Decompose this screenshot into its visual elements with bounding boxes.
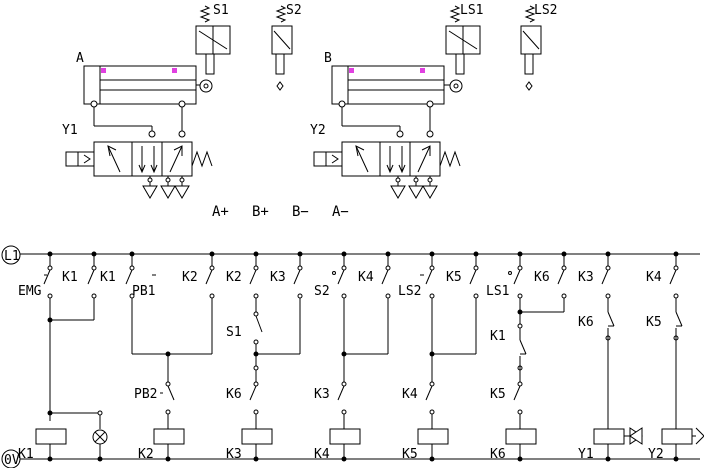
rail-l1-terminal — [1, 245, 21, 265]
coil-y1-icon — [593, 428, 625, 445]
rung-7 — [593, 251, 643, 462]
sequence-step-3: B− — [292, 204, 309, 220]
cylinder-a-assembly: A S1 S2 — [62, 3, 302, 199]
coil-k3-label: K3 — [226, 447, 242, 462]
rung-3 — [241, 251, 303, 462]
indicator-lamp-icon — [92, 429, 108, 445]
contact-ls1-label: LS1 — [486, 284, 509, 299]
coil-k2-label: K2 — [138, 447, 154, 462]
sensor-s1-icon — [195, 5, 231, 75]
ladder-rails: L1 0V — [1, 245, 700, 468]
valve-y1-icon — [65, 141, 213, 199]
coil-k1-label: K1 — [18, 447, 34, 462]
contact-k4-a-label: K4 — [358, 270, 374, 285]
cylinder-b-body — [331, 65, 445, 105]
sensor-s2-label: S2 — [286, 3, 302, 18]
valve-y2-label: Y2 — [310, 123, 326, 138]
cylinder-b-assembly: B LS1 LS2 — [310, 3, 557, 199]
contact-k5-b-label: K5 — [490, 387, 506, 402]
sequence-step-2: B+ — [252, 204, 269, 220]
contact-k1-c-label: K1 — [490, 329, 506, 344]
rung-1 — [35, 251, 108, 462]
cylinder-b-label: B — [324, 51, 332, 66]
contact-k2-b-label: K2 — [226, 270, 242, 285]
contact-k6-a-label: K6 — [226, 387, 242, 402]
contact-k3-a-label: K3 — [270, 270, 286, 285]
rail-l1-label: L1 — [4, 249, 20, 264]
coil-k6-label: K6 — [490, 447, 506, 462]
rung-6 — [505, 251, 567, 462]
contact-k5-a-label: K5 — [446, 270, 462, 285]
sensor-s1-label: S1 — [213, 3, 229, 18]
sensor-ls1-label: LS1 — [460, 3, 483, 18]
coil-y2-label: Y2 — [648, 447, 664, 462]
sequence-step-4: A− — [332, 204, 349, 220]
contact-k6-c-label: K6 — [578, 315, 594, 330]
contact-ls2-label: LS2 — [398, 284, 421, 299]
motion-sequence: A+ B+ B− A− — [212, 204, 349, 220]
coil-k3-icon — [241, 428, 273, 445]
coil-y2-icon — [661, 428, 693, 445]
contact-k6-b-label: K6 — [534, 270, 550, 285]
valve-y1-label: Y1 — [62, 123, 78, 138]
sensor-ls2-icon — [520, 5, 542, 91]
sensor-ls2-label: LS2 — [534, 3, 557, 18]
ladder-labels: EMG K1 K1 K1 PB1 K2 PB2 K2 K2 K3 S1 K6 K… — [18, 270, 664, 462]
coil-k5-icon — [417, 428, 449, 445]
contact-k5-c-label: K5 — [646, 315, 662, 330]
coil-k1-icon — [35, 428, 67, 445]
valve-y2-icon — [313, 141, 461, 199]
contact-k1-b-label: K1 — [100, 270, 116, 285]
rung-5 — [417, 251, 479, 462]
rung-2 — [125, 251, 215, 462]
contact-k1-a-label: K1 — [62, 270, 78, 285]
rail-0v-label: 0V — [4, 453, 20, 468]
coil-k2-icon — [153, 428, 185, 445]
sequence-step-1: A+ — [212, 204, 229, 220]
contact-k2-a-label: K2 — [182, 270, 198, 285]
solenoid-y2-icon — [695, 427, 704, 445]
coil-k5-label: K5 — [402, 447, 418, 462]
contact-k4-c-label: K4 — [646, 270, 662, 285]
contact-k3-b-label: K3 — [314, 387, 330, 402]
contact-k4-b-label: K4 — [402, 387, 418, 402]
contact-k3-c-label: K3 — [578, 270, 594, 285]
sensor-ls1-icon — [445, 5, 481, 75]
solenoid-y1-icon — [629, 427, 643, 445]
contact-s2-label: S2 — [314, 284, 330, 299]
contact-pb2-label: PB2 — [134, 387, 157, 402]
cylinder-a-label: A — [76, 51, 84, 66]
cylinder-a-body — [83, 65, 197, 105]
coil-k4-icon — [329, 428, 361, 445]
contact-pb1-label: PB1 — [132, 284, 155, 299]
sensor-s2-icon — [271, 5, 293, 91]
contact-emg-label: EMG — [18, 284, 42, 299]
coil-y1-label: Y1 — [578, 447, 594, 462]
contact-s1-label: S1 — [226, 325, 242, 340]
rung-4 — [329, 251, 391, 462]
rung-8 — [661, 251, 704, 462]
coil-k4-label: K4 — [314, 447, 330, 462]
coil-k6-icon — [505, 428, 537, 445]
